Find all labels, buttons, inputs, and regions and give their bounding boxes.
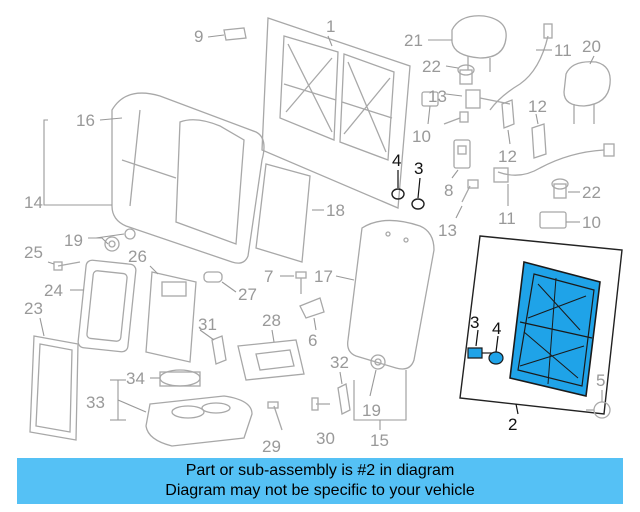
guide-22-part bbox=[457, 64, 475, 85]
part-info-banner: Part or sub-assembly is #2 in diagram Di… bbox=[17, 458, 623, 504]
callout-32: 32 bbox=[330, 353, 349, 372]
part-2-hardware bbox=[467, 347, 504, 365]
callout-12-upper: 12 bbox=[528, 97, 547, 116]
bushing-19-part bbox=[370, 354, 386, 370]
bracket-12b-part bbox=[531, 123, 547, 159]
latch-32-part bbox=[337, 383, 351, 415]
cable-11b-part bbox=[493, 143, 615, 183]
callout-30: 30 bbox=[316, 429, 335, 448]
callout-13-lower: 13 bbox=[438, 221, 457, 240]
callout-29: 29 bbox=[262, 437, 281, 456]
callout-7: 7 bbox=[264, 267, 273, 286]
callout-4-lower: 4 bbox=[492, 319, 501, 338]
armrest-cover-part bbox=[77, 259, 137, 353]
callout-26: 26 bbox=[128, 247, 147, 266]
bolt-part bbox=[295, 271, 307, 294]
bracket-13-part bbox=[465, 89, 511, 109]
right-seat-back-part bbox=[347, 219, 435, 370]
pad-part bbox=[255, 163, 311, 263]
callout-10-lower: 10 bbox=[582, 213, 601, 232]
part-2-seat-back-frame bbox=[509, 260, 601, 397]
callout-20: 20 bbox=[582, 37, 601, 56]
callout-14: 14 bbox=[24, 193, 43, 212]
part-2-box bbox=[459, 235, 623, 415]
armrest-part bbox=[145, 395, 253, 447]
seat-back-frame-part bbox=[261, 17, 411, 209]
callout-25: 25 bbox=[24, 243, 43, 262]
bushing-part bbox=[104, 228, 136, 252]
callout-10-upper: 10 bbox=[412, 127, 431, 146]
callout-33: 33 bbox=[86, 393, 105, 412]
banner-line-part: Part or sub-assembly is #2 in diagram bbox=[185, 462, 455, 479]
callout-13-upper: 13 bbox=[428, 87, 447, 106]
callout-3-upper: 3 bbox=[414, 159, 423, 178]
callout-15: 15 bbox=[370, 431, 389, 450]
callout-2: 2 bbox=[508, 415, 517, 434]
bolt-13c-part bbox=[461, 179, 479, 203]
armrest-lid-part bbox=[145, 271, 197, 363]
callout-5: 5 bbox=[596, 371, 605, 390]
guide-22b-part bbox=[551, 178, 569, 199]
cup-holder-part bbox=[159, 369, 201, 387]
callout-19-left: 19 bbox=[64, 231, 83, 250]
headrest-21-part bbox=[451, 15, 507, 72]
bolt-13b-part bbox=[443, 111, 469, 125]
bolt-collar-part bbox=[391, 188, 425, 210]
callout-27: 27 bbox=[238, 285, 257, 304]
bracket-part bbox=[299, 297, 325, 319]
callout-34: 34 bbox=[126, 369, 145, 388]
callout-21: 21 bbox=[404, 31, 423, 50]
screw-part bbox=[53, 261, 81, 271]
clip-10b-part bbox=[539, 211, 567, 229]
callout-23: 23 bbox=[24, 299, 43, 318]
callout-4-upper: 4 bbox=[392, 151, 401, 170]
lower-panel-part bbox=[29, 335, 79, 441]
cable-11-part bbox=[489, 23, 553, 111]
callout-1: 1 bbox=[326, 17, 335, 36]
callout-9: 9 bbox=[194, 27, 203, 46]
bolt-30-part bbox=[311, 397, 330, 411]
callout-11-lower: 11 bbox=[498, 209, 516, 228]
clip-part bbox=[223, 27, 247, 41]
bracket-12-part bbox=[501, 99, 515, 129]
callout-22-upper: 22 bbox=[422, 57, 441, 76]
screw-29-part bbox=[267, 401, 283, 431]
callout-31: 31 bbox=[198, 315, 217, 334]
callout-3-lower: 3 bbox=[470, 313, 479, 332]
callout-28: 28 bbox=[262, 311, 281, 330]
headrest-20-part bbox=[563, 61, 611, 124]
seat-back-cushion-part bbox=[111, 92, 265, 264]
hinge-31-part bbox=[211, 335, 227, 365]
callout-24: 24 bbox=[44, 281, 63, 300]
callout-6: 6 bbox=[308, 331, 317, 350]
banner-line-disclaimer: Diagram may not be specific to your vehi… bbox=[165, 482, 475, 499]
callout-19-right: 19 bbox=[362, 401, 381, 420]
callout-22-lower: 22 bbox=[582, 183, 601, 202]
bolt-5-part bbox=[586, 401, 611, 419]
callout-12-lower: 12 bbox=[498, 147, 517, 166]
callout-17: 17 bbox=[314, 267, 333, 286]
callout-8: 8 bbox=[444, 181, 453, 200]
hinge-bracket-part bbox=[237, 339, 305, 381]
bracket-8-part bbox=[453, 139, 471, 169]
callout-16: 16 bbox=[76, 111, 95, 130]
callout-11-upper: 11 bbox=[554, 41, 572, 60]
clip-27-part bbox=[203, 271, 223, 283]
callout-18: 18 bbox=[326, 201, 345, 220]
